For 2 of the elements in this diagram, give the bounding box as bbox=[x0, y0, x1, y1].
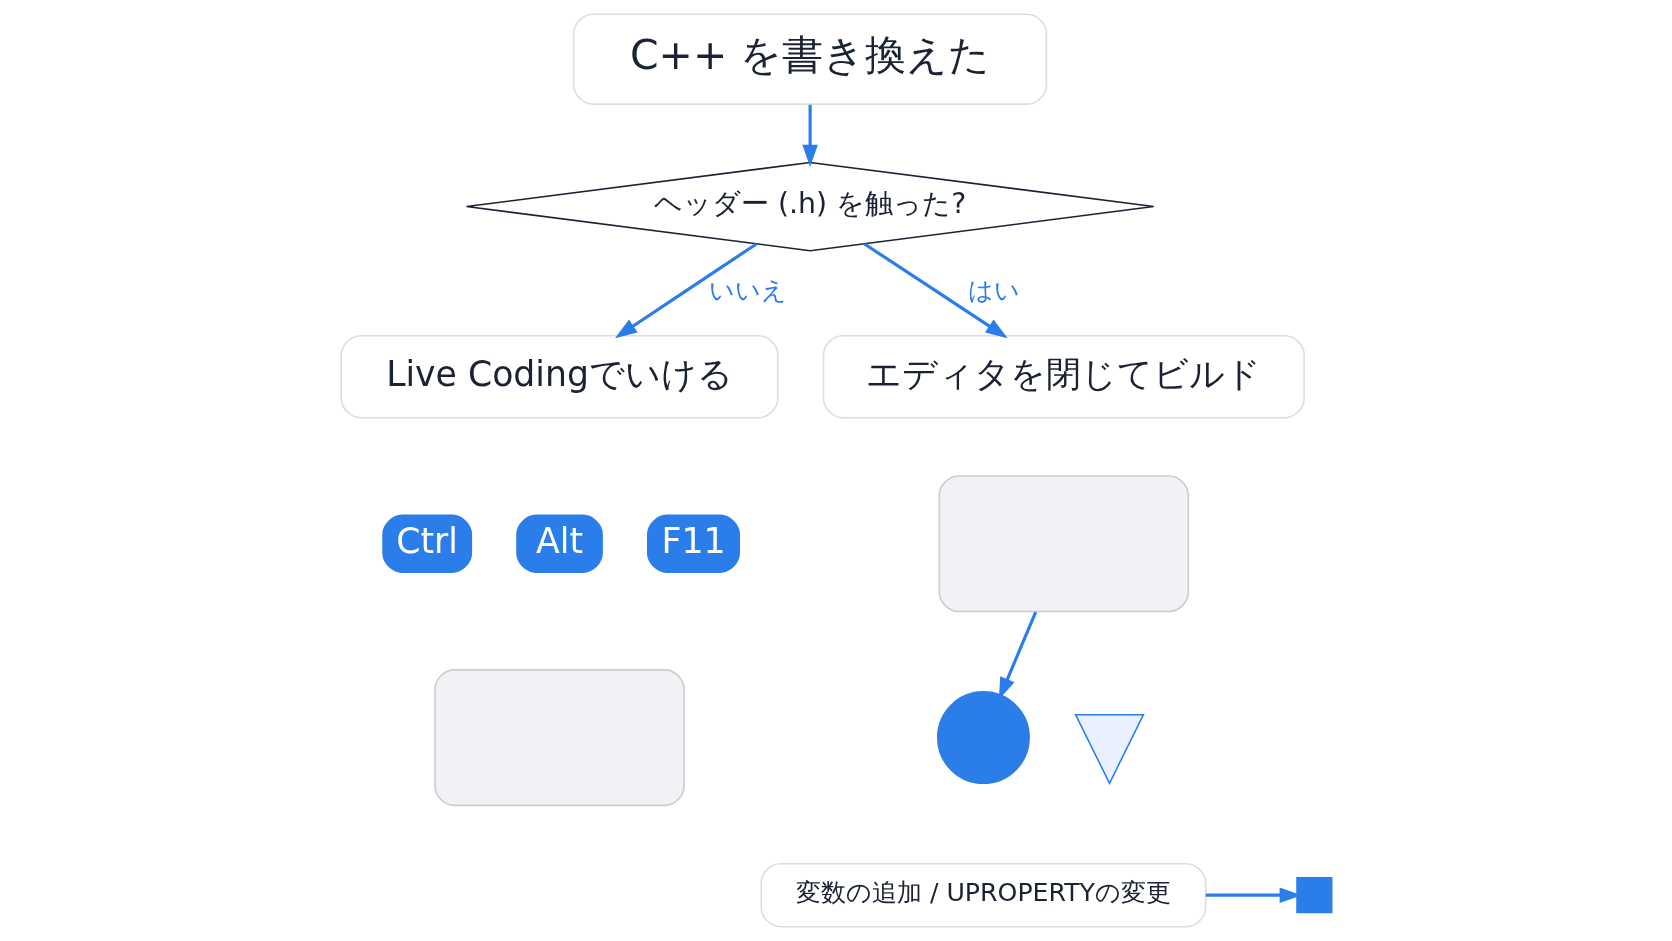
edge-label: いいえ bbox=[708, 276, 787, 306]
edge-label: はい bbox=[967, 276, 1020, 306]
